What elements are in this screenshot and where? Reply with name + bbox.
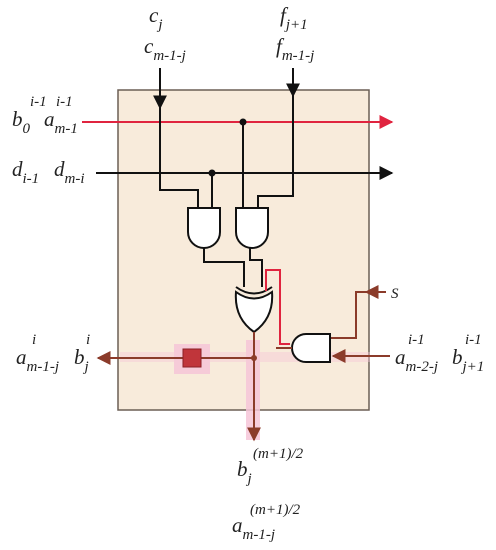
label-f-bottom: fm-1-j xyxy=(276,34,314,64)
label-a-in: am-2-j xyxy=(395,345,438,375)
label-a-left-sup: i-1 xyxy=(56,94,73,110)
label-b-bottom: bj xyxy=(237,457,252,487)
xor-gate xyxy=(234,286,274,334)
label-a-out-sup: i xyxy=(32,332,36,348)
label-b-out-sup: i xyxy=(86,332,90,348)
label-b-bottom-sup: (m+1)/2 xyxy=(253,446,304,462)
feedback-red-line xyxy=(265,269,290,345)
label-d-left: di-1 xyxy=(12,157,39,187)
label-d-right: dm-i xyxy=(54,157,85,187)
label-b0: b0 xyxy=(12,107,31,137)
register-square xyxy=(182,348,202,368)
output-junction-dot xyxy=(251,355,257,361)
label-b-in: bj+1 xyxy=(452,345,484,375)
label-a-bottom: am-1-j xyxy=(232,513,275,543)
and-gate-right xyxy=(235,207,269,249)
junction-dot xyxy=(208,169,216,177)
label-c-top: cj xyxy=(149,3,163,33)
and-gate-s xyxy=(291,333,331,363)
junction-dot xyxy=(239,118,247,126)
label-b-out: bj xyxy=(74,345,89,375)
label-a-out: am-1-j xyxy=(16,345,59,375)
label-a-left: am-1 xyxy=(44,107,78,137)
label-s: S xyxy=(391,286,399,302)
label-f-top: fj+1 xyxy=(280,3,308,33)
label-a-in-sup: i-1 xyxy=(408,332,425,348)
label-a-bottom-sup: (m+1)/2 xyxy=(250,502,301,518)
label-b-in-sup: i-1 xyxy=(465,332,482,348)
label-b0-sup: i-1 xyxy=(30,94,47,110)
label-c-bottom: cm-1-j xyxy=(144,34,186,64)
internal-wiring xyxy=(159,96,294,287)
and-gate-left xyxy=(187,207,221,249)
